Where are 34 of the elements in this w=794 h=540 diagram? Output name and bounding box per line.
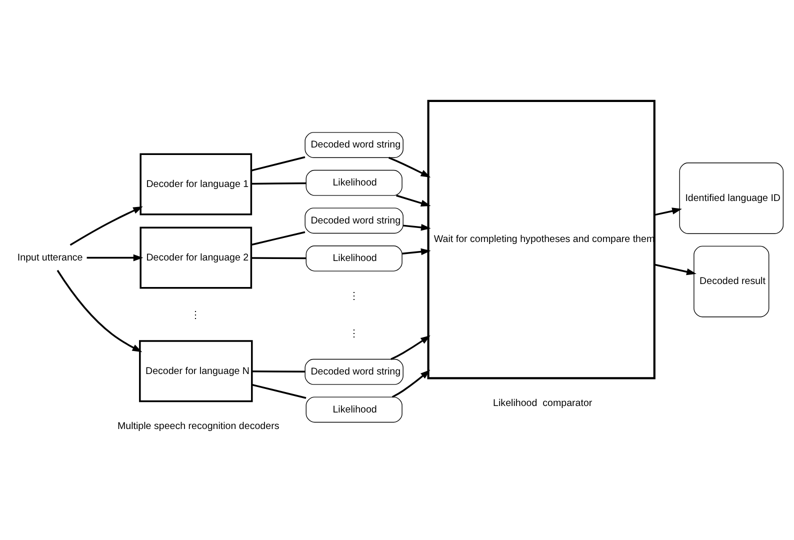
connector [250,182,306,185]
node-box: Likelihood [305,396,402,423]
node-box: Decoder for language 1 [139,153,252,216]
label: ⋮ [348,290,358,302]
label: ⋮ [190,310,200,321]
label: Multiple speech recognition decoders [117,421,279,432]
arrow [402,224,430,231]
connector [251,384,306,399]
node-box: Decoded word string [304,208,403,234]
node-box: Decoder for language N [138,340,252,402]
arrow [396,194,430,206]
arrow [69,206,142,246]
connector [252,370,304,372]
arrow [56,270,142,352]
arrow [390,335,430,360]
label: ⋮ [348,328,358,340]
node-box: Wait for completing hypotheses and compare them [426,100,655,380]
node-box: Likelihood [305,170,402,196]
node-box: Decoded result [693,246,769,318]
arrow [402,248,430,256]
node-box: Decoder for language 2 [139,226,252,289]
node-box: Decoded word string [304,132,403,158]
connector [250,156,305,172]
arrow [654,208,682,216]
connector [250,257,306,260]
node-box: Decoded word string [304,358,403,385]
node-box: Identified language ID [678,162,784,234]
arrow [654,264,696,276]
node-text: Input utterance [16,252,82,264]
label: Likelihood comparator [492,398,592,409]
connector [250,231,305,246]
arrow [86,254,143,262]
node-box: Likelihood [305,246,402,272]
arrow [391,370,430,398]
